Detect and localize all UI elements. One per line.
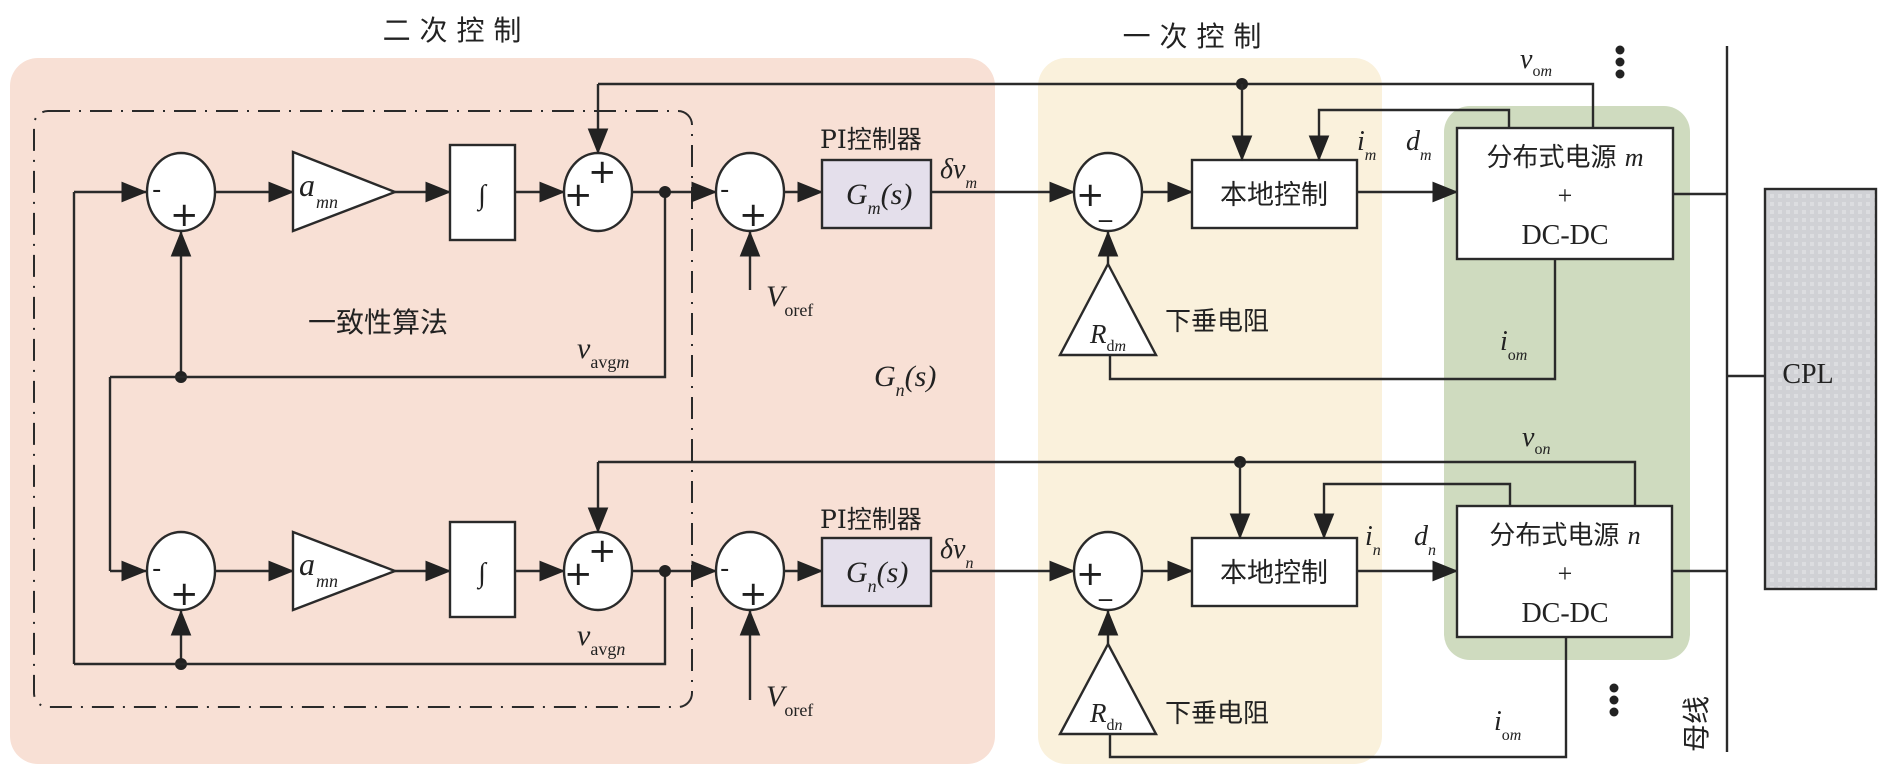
gain-amn-label: amn xyxy=(299,546,338,591)
gain-amn-label: amn xyxy=(299,167,338,212)
gain-amn-m xyxy=(291,150,399,233)
droop-resistor-m xyxy=(1058,261,1158,357)
pi-controller-title-n: PI控制器 xyxy=(820,505,922,534)
vo-label-n: von xyxy=(1522,422,1550,458)
cpl-load-block xyxy=(1763,187,1878,591)
i-label-n: in xyxy=(1365,521,1381,559)
plus-sign: + xyxy=(564,554,593,594)
plus-sign: + xyxy=(588,152,617,192)
plus-sign: + xyxy=(1076,554,1105,594)
vavg-label-m: vavgm xyxy=(577,332,629,372)
io-label-m: iom xyxy=(1500,326,1527,364)
minus-sign: - xyxy=(720,175,729,205)
droop-resistor-symbol-n: Rdn xyxy=(1089,698,1123,734)
integrator-symbol: ∫ xyxy=(476,180,488,212)
local-control-block-n xyxy=(1190,536,1359,608)
plus-sign: + xyxy=(1558,181,1573,210)
integrator-block-n xyxy=(448,520,517,619)
integrator-symbol: ∫ xyxy=(476,558,488,590)
row-m: - + amn ∫ + + - + Voref PI控制器 Gm(s) δvm xyxy=(72,44,1727,664)
junction-dot xyxy=(659,565,671,577)
gain-amn-n xyxy=(291,530,399,612)
consensus-algorithm-label: 一致性算法 xyxy=(308,306,448,339)
bus-label: 母线 xyxy=(1680,696,1713,752)
minus-sign: _ xyxy=(1098,193,1113,223)
i-label-m: im xyxy=(1357,126,1376,164)
plus-sign: + xyxy=(739,574,768,614)
delta-v-label-n: δvn xyxy=(940,534,973,572)
pi-controller-block-n xyxy=(820,536,933,608)
pi-controller-title-m: PI控制器 xyxy=(820,125,922,154)
io-label-n: iom xyxy=(1494,706,1521,744)
vavg-label-n: vavgn xyxy=(577,619,625,659)
local-control-block-m xyxy=(1190,158,1359,230)
vo-label-m: vom xyxy=(1520,44,1552,80)
floating-transfer-function-label: Gn(s) xyxy=(874,360,936,400)
pi-controller-block-m xyxy=(820,158,933,230)
distributed-source-label-n: 分布式电源 n xyxy=(1489,521,1640,551)
droop-resistor-symbol-m: Rdm xyxy=(1089,319,1126,355)
dcdc-label-n: DC-DC xyxy=(1521,598,1608,629)
vref-label-n: Voref xyxy=(766,680,813,720)
distributed-source-label-m: 分布式电源 m xyxy=(1486,143,1643,173)
consensus-algorithm-boundary xyxy=(33,110,693,708)
integrator-block-m xyxy=(448,143,517,242)
plus-sign: + xyxy=(1076,175,1105,215)
pi-transfer-function-m: Gm(s) xyxy=(846,178,912,218)
d-label-m: dm xyxy=(1406,126,1432,164)
plus-sign: + xyxy=(170,574,199,614)
droop-resistor-n xyxy=(1058,641,1158,736)
primary-control-title: 一 次 控 制 xyxy=(1123,20,1262,53)
row-n: - + amn ∫ + + - + Voref PI控制器 Gn(s) δvn … xyxy=(74,422,1727,759)
secondary-control-title: 二 次 控 制 xyxy=(383,14,522,47)
plus-sign: + xyxy=(1558,559,1573,588)
local-control-label-m: 本地控制 xyxy=(1220,180,1328,211)
minus-sign: - xyxy=(152,554,161,584)
plus-sign: + xyxy=(588,531,617,571)
dcdc-label-m: DC-DC xyxy=(1521,220,1608,251)
d-label-n: dn xyxy=(1414,521,1436,559)
plus-sign: + xyxy=(739,195,768,235)
droop-resistor-label-m: 下垂电阻 xyxy=(1165,307,1269,337)
plus-sign: + xyxy=(170,195,199,235)
ellipsis-bottom xyxy=(1609,683,1619,717)
ellipsis-top xyxy=(1615,45,1625,79)
local-control-label-n: 本地控制 xyxy=(1220,558,1328,589)
plus-sign: + xyxy=(564,175,593,215)
junction-dot xyxy=(659,186,671,198)
droop-resistor-label-n: 下垂电阻 xyxy=(1165,699,1269,729)
distributed-source-block-m xyxy=(1455,126,1675,261)
vref-label-m: Voref xyxy=(766,280,813,320)
minus-sign: - xyxy=(720,554,729,584)
minus-sign: - xyxy=(152,175,161,205)
pi-transfer-function-n: Gn(s) xyxy=(846,556,908,596)
delta-v-label-m: δvm xyxy=(940,154,977,192)
minus-sign: _ xyxy=(1098,572,1113,602)
cpl-load-label: CPL xyxy=(1782,359,1833,390)
